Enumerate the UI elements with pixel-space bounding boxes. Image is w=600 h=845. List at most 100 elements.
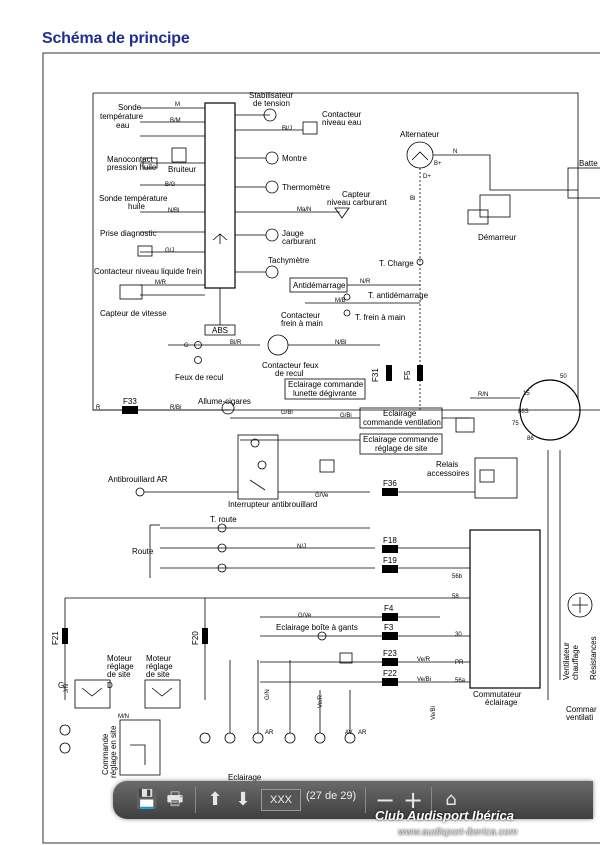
label-liquide-frein: Contacteur niveau liquide frein: [94, 267, 202, 276]
label-lunette-2: lunette dégivrante: [293, 389, 357, 398]
label-sonde-1: Sonde: [118, 103, 142, 112]
term-d-1: D: [107, 681, 113, 690]
wire-bir: Bi/R: [230, 340, 242, 346]
arrow-up-icon[interactable]: ⬆: [207, 789, 223, 810]
label-boite: Eclairage boîte à gants: [276, 623, 358, 632]
label-feux-recul: Feux de recul: [175, 373, 224, 382]
term-b-plus: B+: [434, 161, 442, 167]
wire-gve: G/Ve: [315, 493, 329, 499]
label-jauge-2: carburant: [282, 237, 317, 246]
home-icon[interactable]: ⌂: [445, 789, 457, 810]
toolbar-separator: [431, 787, 432, 813]
page-title: Schéma de principe: [42, 30, 190, 47]
label-t-antidemarrage: T. antidémarrage: [368, 291, 429, 300]
label-relais-2: accessoires: [427, 469, 469, 478]
wire-nbl: N/Bl: [168, 208, 179, 214]
label-contacteur-eau-1: Contacteur: [322, 110, 361, 119]
term-75: 86: [527, 436, 534, 442]
term-56b: 58: [452, 594, 459, 600]
label-vent-2: commande ventilation: [363, 418, 441, 427]
fuse-f18: [382, 545, 398, 553]
label-alternateur: Alternateur: [400, 130, 439, 139]
ventilateur-symbol: [567, 592, 593, 618]
label-comm-vent-1: Commar: [566, 705, 597, 714]
save-icon[interactable]: 💾: [135, 789, 159, 810]
label-moteur1-3: de site: [107, 670, 131, 679]
wire-gn: G/N: [265, 689, 271, 700]
wire-gbi-1: G/Bi: [281, 410, 293, 416]
capteur-vitesse-box: [119, 284, 143, 300]
viewer-toolbar: 💾 🖶 ⬆ ⬇ XXX (27 de 29) − + ⌂: [113, 781, 593, 819]
wire-ver-2: Ve/R: [318, 694, 324, 708]
arrow-down-icon[interactable]: ⬇: [235, 789, 251, 810]
ignition-switch: [519, 379, 581, 441]
label-t-route: T. route: [210, 515, 237, 524]
wire-bg: B/G: [165, 182, 176, 188]
fuse-f5: [417, 365, 423, 381]
term-pl: PR: [455, 660, 464, 666]
zoom-out-button[interactable]: −: [374, 786, 396, 814]
zoom-in-button[interactable]: +: [402, 786, 424, 814]
capteur-carburant-symbol: [334, 207, 350, 219]
wire-jn: J/N: [64, 684, 70, 693]
wire-m-1: M: [175, 102, 180, 108]
label-frein-2: frein à main: [281, 319, 323, 328]
term-ar-1: AR: [265, 730, 274, 736]
stabilisateur-symbol: [263, 108, 277, 122]
label-thermometre: Thermomètre: [282, 183, 331, 192]
term-d-plus: D+: [423, 174, 431, 180]
label-sonde-3: eau: [116, 121, 129, 130]
label-resistances: Résistances: [589, 636, 598, 680]
wire-man: Ma/N: [297, 207, 311, 213]
label-t-frein: T. frein à main: [355, 313, 405, 322]
label-f31: F31: [371, 368, 380, 382]
term-n: N: [453, 149, 457, 155]
label-site-2: réglage de site: [375, 444, 428, 453]
label-recul-2: de recul: [275, 369, 304, 378]
toolbar-separator: [195, 787, 196, 813]
label-frein-1: Contacteur: [281, 311, 320, 320]
label-recul-1: Contacteur feux: [262, 361, 318, 370]
label-antibrouillard: Antibrouillard AR: [108, 475, 168, 484]
batterie-symbol: [567, 167, 600, 199]
label-f21: F21: [51, 631, 60, 645]
relay-small: [455, 417, 475, 433]
left-sensors: [119, 107, 205, 300]
term-50: 15: [523, 391, 530, 397]
term-30: 50: [560, 374, 567, 380]
alternateur-symbol: [406, 141, 434, 169]
label-site-1: Eclairage commande: [363, 435, 439, 444]
print-icon[interactable]: 🖶: [166, 789, 184, 810]
term-58: 30: [455, 632, 462, 638]
label-sonde-2: température: [100, 112, 144, 121]
label-allume-cigares: Allume-cigares: [198, 397, 251, 406]
label-f4: F4: [384, 604, 394, 613]
gauges: Stabilisateur de tension Contacteur nive…: [235, 91, 387, 279]
abs-box: [204, 324, 236, 336]
label-route: Route: [132, 547, 154, 556]
fuse-f4: [382, 613, 398, 621]
eclairage-lunette-box: [284, 378, 366, 400]
label-montre: Montre: [282, 154, 307, 163]
label-stabilisateur-1: Stabilisateur: [249, 91, 293, 100]
fuse-f22: [382, 678, 398, 686]
fuse-f21: [62, 628, 68, 644]
wire-bj: Bl/J: [282, 126, 292, 132]
term-pr: 56a: [455, 678, 466, 684]
label-relais-1: Relais: [436, 460, 458, 469]
label-f33: F33: [123, 397, 137, 406]
label-ventilateur-1: Ventilateur: [562, 642, 571, 680]
label-f5: F5: [403, 370, 412, 380]
label-contacteur-eau-2: niveau eau: [322, 118, 361, 127]
top-bus-wire: [93, 92, 579, 400]
label-manocontact-2: pression huile: [107, 163, 157, 172]
label-sonde-huile-2: huile: [128, 202, 145, 211]
abs-label: ABS: [212, 326, 228, 335]
bottom-lamps: [59, 660, 356, 754]
page-number-input[interactable]: XXX: [261, 789, 301, 811]
label-ventilateur-2: chauffage: [571, 644, 580, 680]
toolbar-separator: [365, 787, 366, 813]
label-moteur2-3: de site: [146, 670, 170, 679]
